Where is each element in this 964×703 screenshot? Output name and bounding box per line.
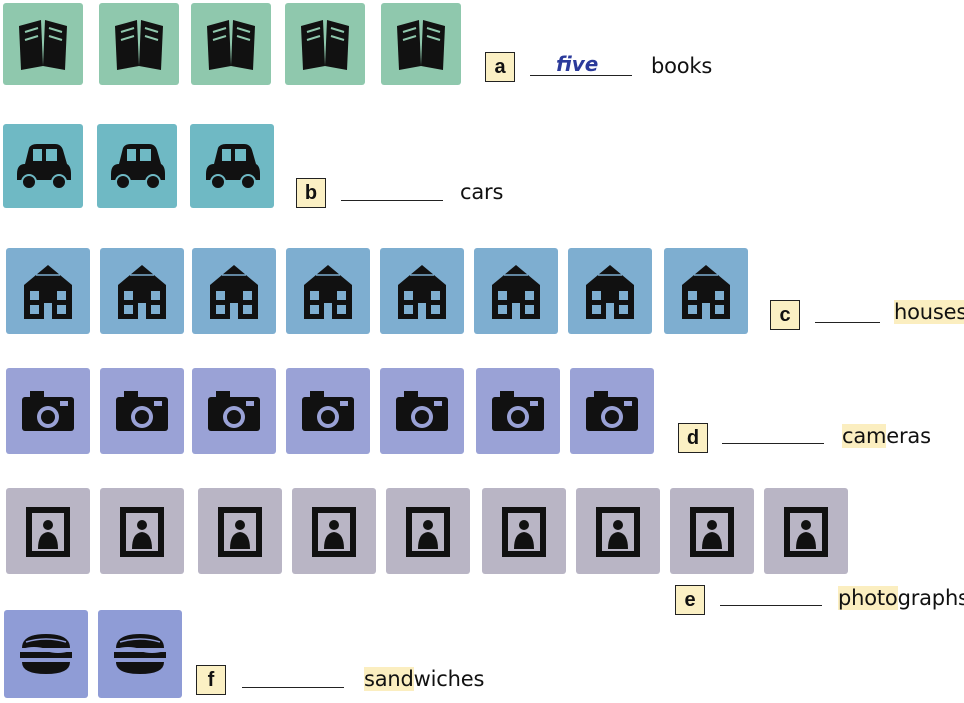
item-letter-c: c xyxy=(770,300,800,330)
item-letter-a: a xyxy=(485,52,515,82)
camera-picture xyxy=(476,368,560,454)
word-rest-f: wiches xyxy=(413,667,485,691)
book-icon xyxy=(114,19,164,71)
car-icon xyxy=(110,143,166,190)
camera-picture xyxy=(570,368,654,454)
word-rest-e: graphs xyxy=(897,586,964,610)
word-highlight-f: sand xyxy=(364,667,414,691)
photo-frame-icon xyxy=(502,507,546,557)
house-picture xyxy=(6,248,90,334)
camera-icon xyxy=(22,391,74,431)
word-highlight-d: cam xyxy=(842,424,887,448)
word-rest-d: eras xyxy=(886,424,931,448)
photograph-picture xyxy=(6,488,90,574)
camera-picture xyxy=(192,368,276,454)
item-word-d: cameras xyxy=(842,424,931,448)
photo-frame-icon xyxy=(784,507,828,557)
camera-picture xyxy=(380,368,464,454)
house-picture xyxy=(100,248,184,334)
item-word-c: houses xyxy=(894,300,964,324)
car-icon xyxy=(16,143,72,190)
photograph-picture xyxy=(198,488,282,574)
photograph-picture xyxy=(670,488,754,574)
book-picture xyxy=(381,3,461,85)
photo-frame-icon xyxy=(120,507,164,557)
photograph-picture xyxy=(100,488,184,574)
car-picture xyxy=(97,124,177,208)
item-letter-f: f xyxy=(196,665,226,695)
answer-blank-b[interactable] xyxy=(341,200,443,201)
house-picture xyxy=(664,248,748,334)
camera-picture xyxy=(100,368,184,454)
book-icon xyxy=(300,19,350,71)
photo-frame-icon xyxy=(406,507,450,557)
camera-picture xyxy=(286,368,370,454)
answer-blank-d[interactable] xyxy=(722,443,824,444)
answer-blank-a[interactable] xyxy=(530,75,632,76)
photograph-picture xyxy=(386,488,470,574)
house-icon xyxy=(303,264,353,320)
house-icon xyxy=(585,264,635,320)
photograph-picture xyxy=(764,488,848,574)
word-highlight-c: houses xyxy=(894,300,964,324)
book-picture xyxy=(3,3,83,85)
house-icon xyxy=(209,264,259,320)
camera-icon xyxy=(302,391,354,431)
item-letter-e: e xyxy=(675,585,705,615)
photo-frame-icon xyxy=(26,507,70,557)
word-highlight-e: photo xyxy=(838,586,898,610)
sandwich-icon xyxy=(19,633,73,675)
item-word-f: sandwiches xyxy=(364,667,484,691)
item-word-b: cars xyxy=(460,180,504,204)
house-icon xyxy=(681,264,731,320)
photo-frame-icon xyxy=(596,507,640,557)
house-picture xyxy=(474,248,558,334)
sandwich-picture xyxy=(4,610,88,698)
answer-text-a: five xyxy=(556,52,599,76)
answer-blank-f[interactable] xyxy=(242,687,344,688)
book-picture xyxy=(285,3,365,85)
photograph-picture xyxy=(292,488,376,574)
photo-frame-icon xyxy=(312,507,356,557)
book-picture xyxy=(191,3,271,85)
photo-frame-icon xyxy=(218,507,262,557)
camera-icon xyxy=(396,391,448,431)
car-icon xyxy=(205,143,261,190)
item-word-a: books xyxy=(651,54,713,78)
house-picture xyxy=(192,248,276,334)
answer-blank-c[interactable] xyxy=(815,322,880,323)
photo-frame-icon xyxy=(690,507,734,557)
photograph-picture xyxy=(482,488,566,574)
car-picture xyxy=(190,124,274,208)
item-word-e: photographs xyxy=(838,586,964,610)
camera-icon xyxy=(208,391,260,431)
photograph-picture xyxy=(576,488,660,574)
house-icon xyxy=(397,264,447,320)
house-icon xyxy=(23,264,73,320)
answer-blank-e[interactable] xyxy=(720,605,822,606)
item-letter-d: d xyxy=(678,423,708,453)
house-icon xyxy=(117,264,167,320)
book-icon xyxy=(396,19,446,71)
book-icon xyxy=(18,19,68,71)
camera-icon xyxy=(586,391,638,431)
sandwich-picture xyxy=(98,610,182,698)
house-picture xyxy=(380,248,464,334)
book-picture xyxy=(99,3,179,85)
house-icon xyxy=(491,264,541,320)
book-icon xyxy=(206,19,256,71)
sandwich-icon xyxy=(113,633,167,675)
camera-icon xyxy=(492,391,544,431)
house-picture xyxy=(286,248,370,334)
camera-icon xyxy=(116,391,168,431)
item-letter-b: b xyxy=(296,178,326,208)
car-picture xyxy=(3,124,83,208)
camera-picture xyxy=(6,368,90,454)
house-picture xyxy=(568,248,652,334)
